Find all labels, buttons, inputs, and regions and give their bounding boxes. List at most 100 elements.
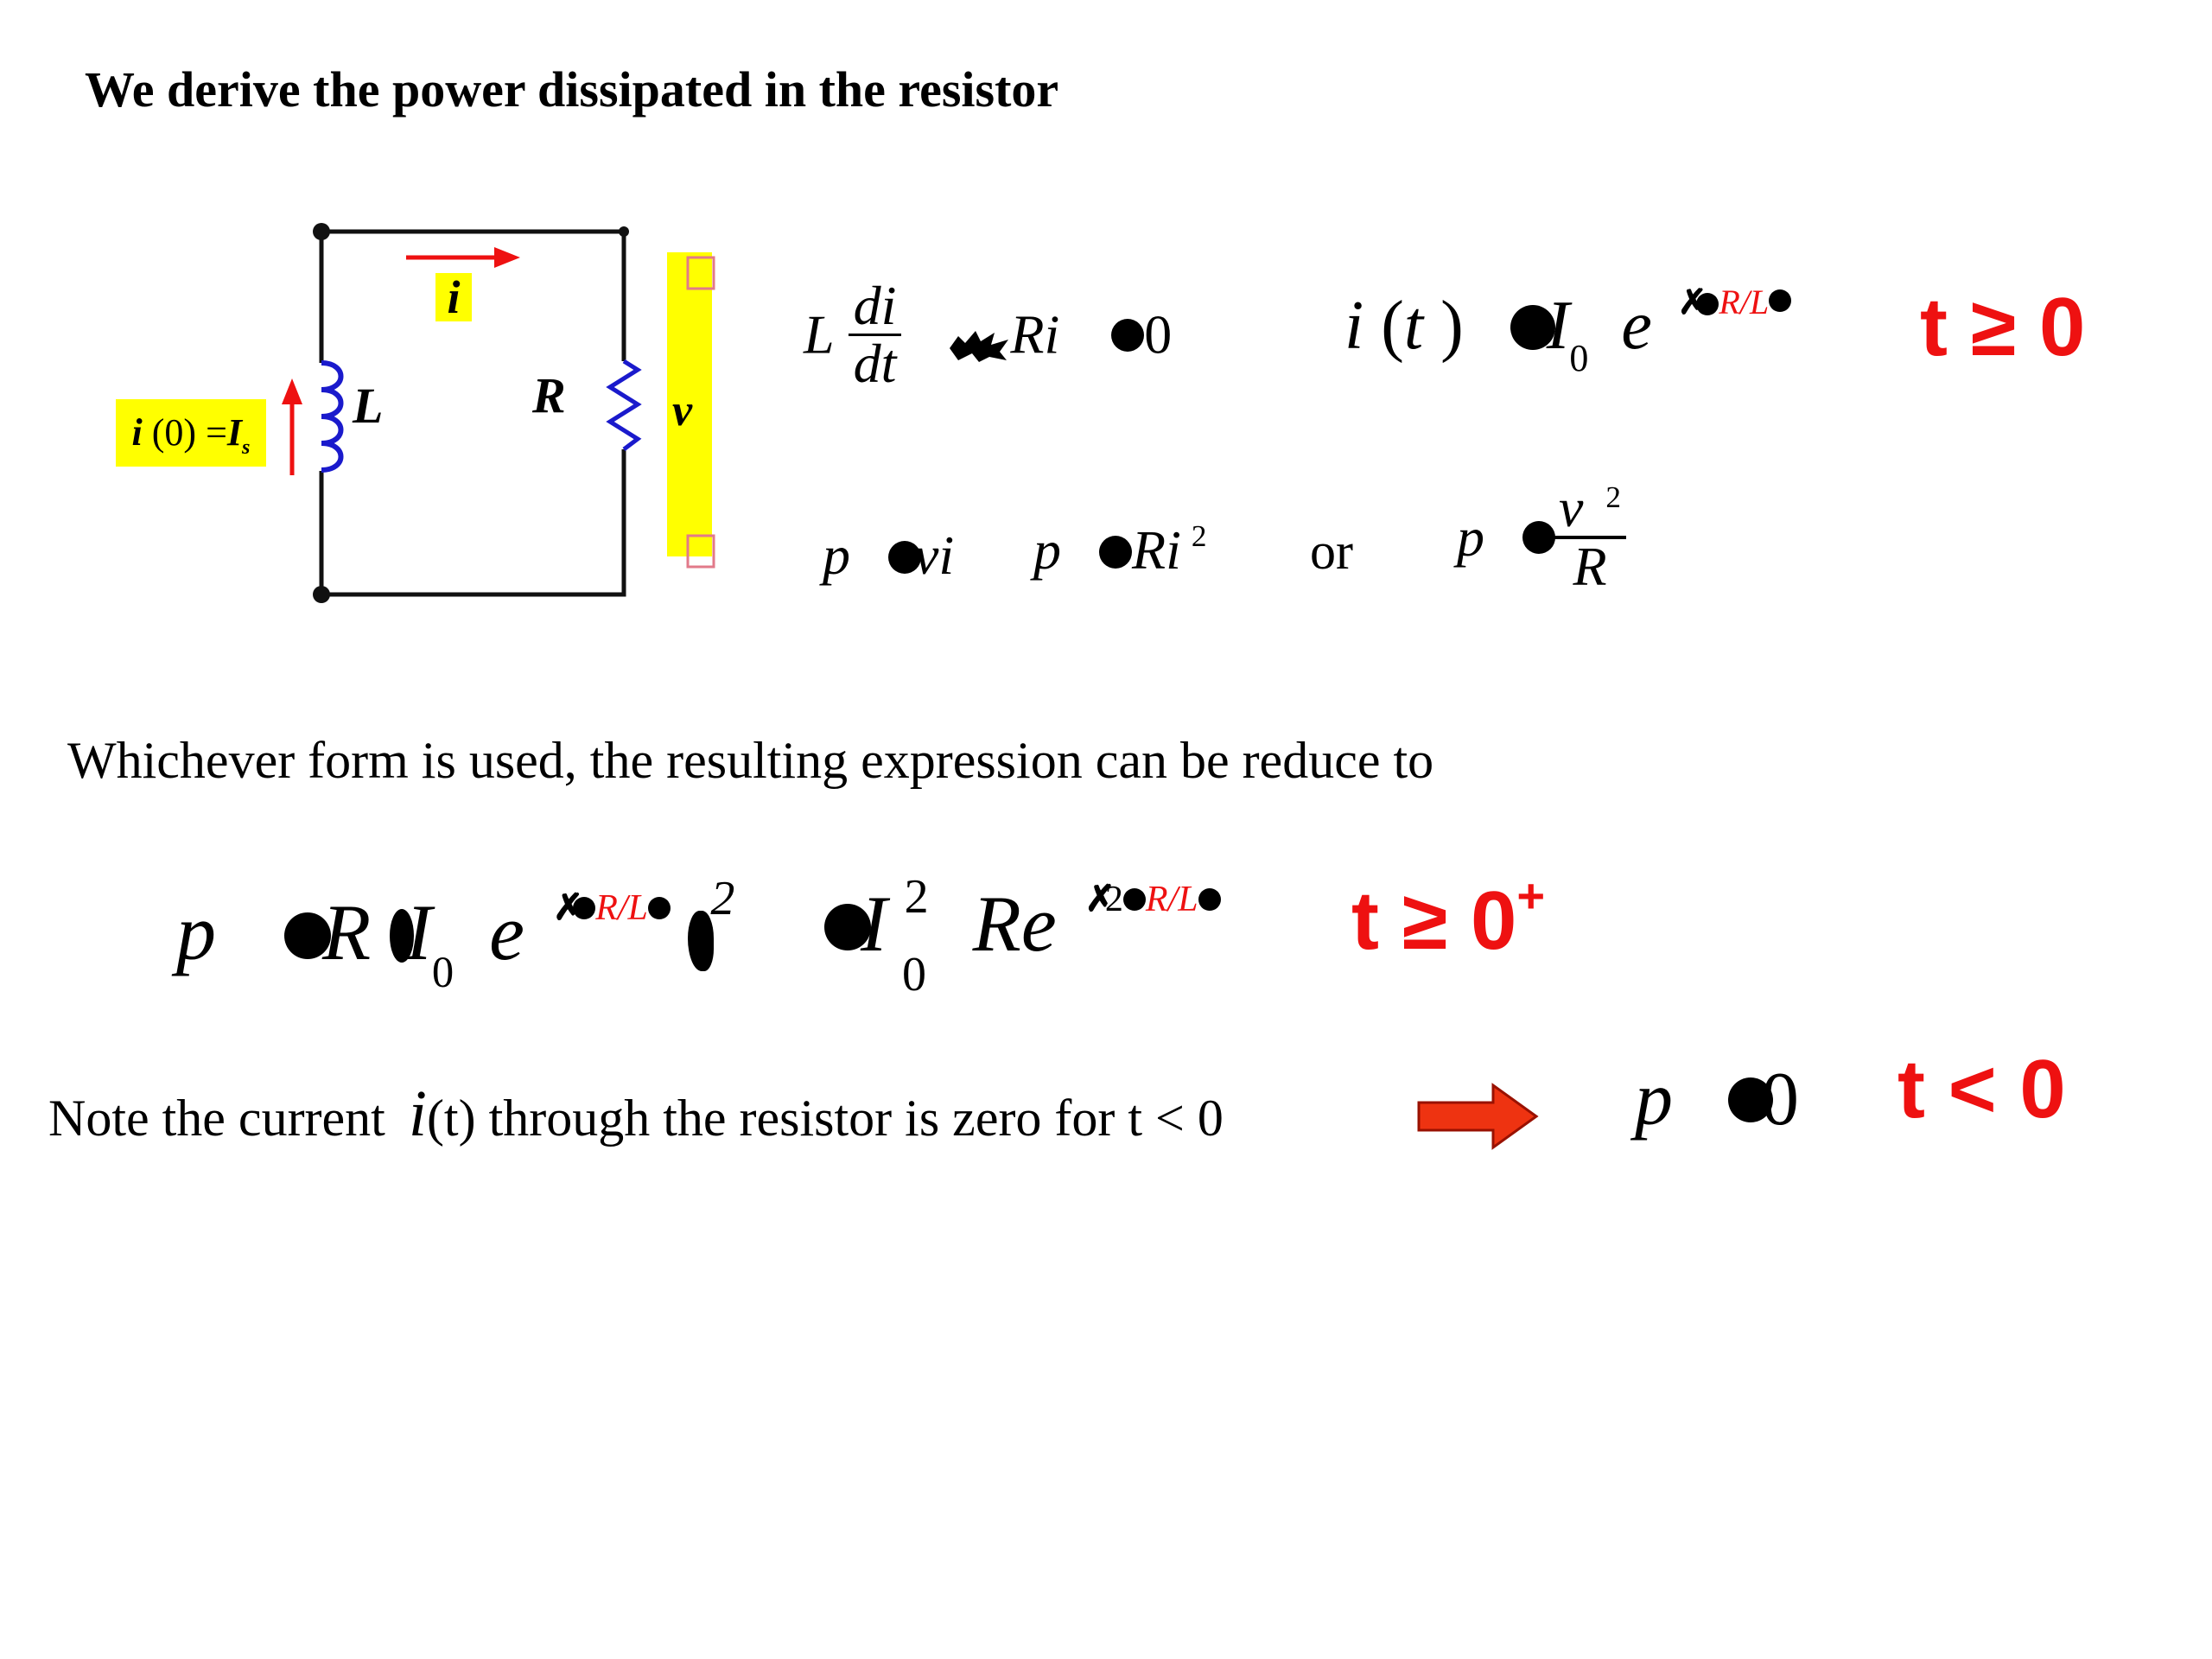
circuit-wire	[319, 229, 626, 597]
power-form-vi: p vi	[823, 524, 954, 588]
resistor-zigzag	[606, 359, 642, 451]
ode-di: di	[848, 278, 902, 336]
pe-sub2: 0	[902, 948, 926, 1001]
t-dot-icon	[1198, 888, 1221, 911]
ode-dt: dt	[853, 333, 897, 394]
implies-arrow	[1417, 1083, 1539, 1150]
node-dot	[313, 586, 330, 603]
zp-p: p	[1635, 1058, 1673, 1141]
note-after: (t) through the resistor is zero for t <…	[426, 1090, 1224, 1147]
pe-sq2: 2	[904, 870, 929, 924]
ode-L: L	[804, 303, 835, 365]
cs-exp: R/L	[1719, 283, 1770, 321]
paren-open-glyph-icon	[390, 909, 415, 963]
pf-sq: 2	[1191, 519, 1207, 553]
ode-zero: 0	[1144, 303, 1173, 365]
resistor-label: R	[532, 367, 566, 423]
voltage-highlight-bar	[667, 252, 712, 556]
cs-close: )	[1423, 288, 1464, 364]
ic-sub: s	[242, 435, 251, 459]
cond-text: t ≥ 0	[1351, 874, 1517, 967]
current-arrowhead	[494, 247, 520, 268]
cs-t: t	[1403, 288, 1424, 364]
cs-open: (	[1363, 288, 1404, 364]
cs-sub: 0	[1569, 337, 1589, 379]
symbol-glyph-icon: ✗	[1084, 880, 1116, 919]
minus-dot-icon	[1696, 293, 1719, 315]
equals-dot-icon	[1522, 521, 1555, 554]
pe-exponent1: ✗R/L	[553, 888, 679, 928]
slide-heading: We derive the power dissipated in the re…	[85, 61, 1059, 118]
zero-power-equation: p 0	[1635, 1054, 1799, 1146]
equals-dot-icon	[1111, 318, 1145, 352]
initial-condition-label: i (0) =Is	[116, 399, 266, 467]
pf-Ri: Ri	[1132, 519, 1181, 581]
cond-sup: +	[1516, 868, 1546, 923]
t-dot-icon	[647, 897, 671, 919]
ode-equation: L di dt Ri 0	[804, 278, 1172, 391]
equals-dot-icon	[1099, 536, 1132, 569]
ode-derivative: di dt	[848, 278, 902, 394]
note-sentence: Note the current i(t) through the resist…	[48, 1077, 1224, 1152]
condition-t-ge-0-plus: t ≥ 0+	[1351, 868, 1545, 969]
ic-arg: (0) =	[142, 411, 227, 454]
equals-dot-icon	[1510, 305, 1555, 350]
inductor-label: L	[353, 378, 384, 434]
current-label-text: i	[447, 271, 461, 323]
pe-two: 2	[1104, 880, 1123, 919]
pe-exp2: R/L	[1145, 880, 1198, 919]
pf-vi: vi	[914, 524, 955, 586]
pe-R: R	[322, 888, 372, 976]
equals-dot-icon	[284, 912, 331, 959]
pf-p2: p	[1033, 519, 1061, 581]
symbol-glyph-icon	[950, 318, 1010, 362]
cs-e: e	[1621, 288, 1652, 364]
voltage-label: v	[672, 386, 693, 435]
power-form-ri2: p Ri 2	[1033, 518, 1206, 582]
node-dot	[313, 223, 330, 240]
note-before: Note the current	[48, 1090, 398, 1147]
voltage-minus-terminal	[686, 534, 715, 569]
pe-exp1: R/L	[595, 888, 648, 928]
pe-exponent2: ✗2 R/L	[1085, 880, 1221, 919]
condition-t-ge-0: t ≥ 0	[1920, 281, 2086, 373]
pe-sub0: 0	[431, 948, 454, 996]
cs-I: I	[1546, 288, 1570, 364]
mult-dot-icon	[1122, 888, 1146, 911]
pf-v-text: v	[1559, 477, 1584, 538]
zp-zero: 0	[1761, 1058, 1799, 1141]
reduction-sentence: Whichever form is used, the resulting ex…	[67, 732, 1434, 789]
equals-dot-icon	[888, 541, 921, 574]
t-dot-icon	[1769, 289, 1792, 312]
pe-p: p	[176, 888, 216, 976]
pe-I2: I	[861, 880, 887, 968]
ode-Ri: Ri	[1010, 303, 1060, 365]
node-dot	[619, 226, 629, 237]
ic-i: i	[131, 411, 143, 454]
condition-t-lt-0: t < 0	[1897, 1043, 2066, 1135]
or-text: or	[1310, 523, 1353, 580]
cs-exponent: ✗R/L	[1678, 283, 1792, 321]
current-solution-equation: i (t ) I0 e ✗R/L	[1344, 283, 1792, 379]
voltage-plus-terminal	[686, 256, 715, 290]
minus-dot-icon	[573, 897, 596, 919]
ic-var: I	[226, 411, 243, 454]
cs-i: i	[1344, 288, 1364, 364]
inductor-coil	[321, 360, 344, 473]
paren-close-glyph-icon	[688, 911, 715, 971]
pe-Re: Re	[972, 880, 1057, 968]
initial-current-arrowhead	[282, 378, 302, 404]
pf-v-sq: 2	[1605, 480, 1621, 514]
pe-I: I	[405, 888, 432, 976]
pe-sq1: 2	[710, 872, 735, 925]
equals-dot-icon	[1728, 1077, 1773, 1122]
pe-e: e	[489, 888, 524, 976]
pf-p3: p	[1457, 506, 1484, 568]
equals-dot-icon	[824, 904, 871, 950]
